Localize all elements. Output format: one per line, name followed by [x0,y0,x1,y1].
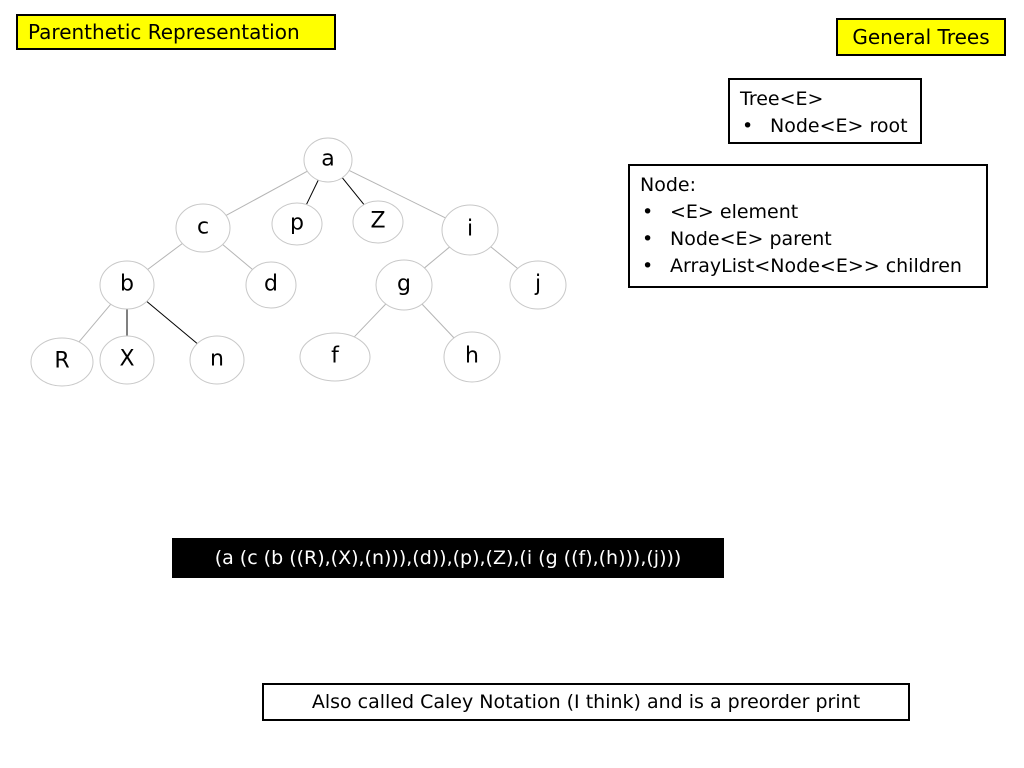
node-class-field-children: ArrayList<Node<E>> children [640,253,976,280]
tree-node-circle [375,259,433,311]
tree-class-fields: Node<E> root [740,113,910,140]
tree-node-label: b [120,272,134,297]
node-class-box: Node: <E> element Node<E> parent ArrayLi… [628,164,988,288]
tree-node-label: p [290,211,304,236]
tree-node-label: g [397,272,411,297]
tree-node-b: b [99,260,155,310]
tree-node-circle [271,202,323,246]
tree-node-label: n [210,347,224,372]
tree-edge-c-d [222,244,253,270]
tree-node-c: c [175,203,231,253]
tree-edge-c-b [147,243,183,270]
tree-node-i: i [441,204,499,256]
tree-node-circle [509,260,567,310]
caley-note: Also called Caley Notation (I think) and… [262,683,910,721]
tree-node-circle [245,261,297,309]
tree-node-R: R [30,337,94,387]
tree-edge-a-Z [341,177,365,205]
tree-node-label: h [465,344,479,369]
tree-node-label: R [54,349,69,374]
slide-title: Parenthetic Representation [16,14,336,50]
tree-node-n: n [189,335,245,385]
tree-class-field: Node<E> root [740,113,910,140]
tree-class-heading: Tree<E> [740,88,824,110]
tree-edge-i-g [424,246,450,269]
tree-node-circle [175,203,231,253]
tree-node-label: f [331,344,340,369]
parenthetic-representation: (a (c (b ((R),(X),(n))),(d)),(p),(Z),(i … [172,538,724,578]
tree-node-label: i [467,217,473,242]
tree-node-d: d [245,261,297,309]
tree-node-circle [441,204,499,256]
tree-node-circle [303,137,353,183]
tree-edge-a-c [225,170,308,216]
tree-node-f: f [299,332,371,382]
tree-edge-g-h [421,303,455,339]
node-class-heading: Node: [640,174,696,196]
tree-edge-b-R [78,303,112,343]
tree-class-box: Tree<E> Node<E> root [728,78,922,144]
tree-node-circle [189,335,245,385]
tree-node-circle [352,200,404,244]
tree-node-label: a [321,147,334,172]
node-class-field-parent: Node<E> parent [640,226,976,253]
tree-edge-b-n [146,301,198,344]
tree-node-g: g [375,259,433,311]
node-class-fields: <E> element Node<E> parent ArrayList<Nod… [640,199,976,280]
tree-node-label: Z [370,209,385,234]
tree-edge-a-p [305,179,319,205]
tree-node-X: X [99,335,155,385]
tree-edge-i-j [490,246,518,269]
tree-node-p: p [271,202,323,246]
tree-node-circle [99,335,155,385]
node-class-field-element: <E> element [640,199,976,226]
tree-node-label: j [534,272,541,297]
tree-node-label: X [119,347,134,372]
tree-edge-g-f [353,303,387,338]
tree-node-circle [30,337,94,387]
tree-node-circle [299,332,371,382]
tree-edge-a-i [348,169,446,219]
tree-node-Z: Z [352,200,404,244]
tree-node-circle [99,260,155,310]
topic-label: General Trees [836,18,1006,56]
tree-node-j: j [509,260,567,310]
tree-node-label: c [197,215,209,240]
tree-node-label: d [264,272,278,297]
tree-node-h: h [443,331,501,383]
tree-node-a: a [303,137,353,183]
tree-node-circle [443,331,501,383]
